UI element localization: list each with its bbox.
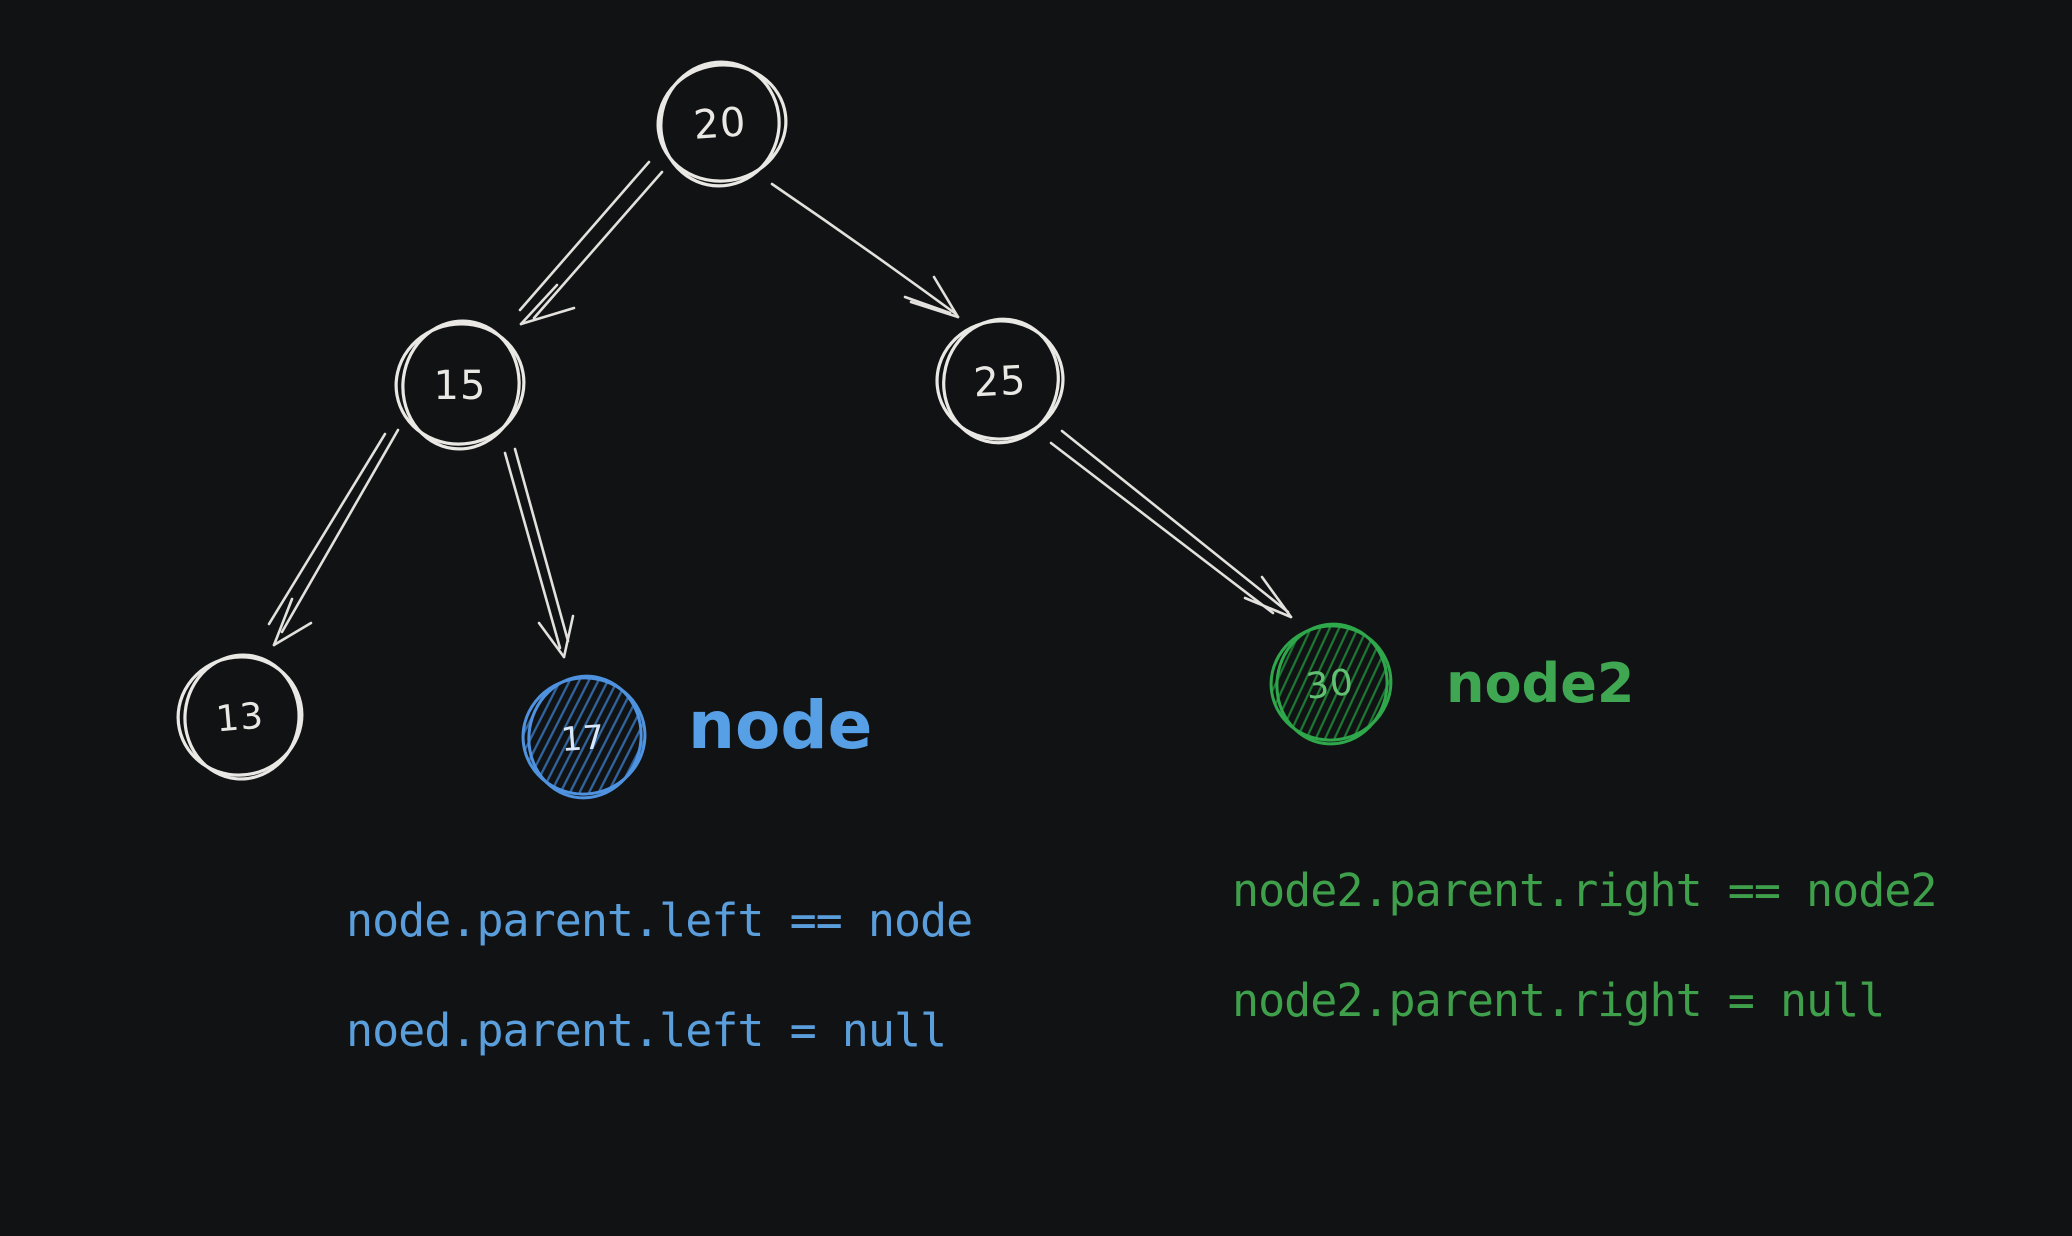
tree-node-17-highlighted[interactable]: 17 [516, 667, 653, 807]
arrowhead-icon [272, 621, 313, 647]
node-circle [1275, 622, 1389, 746]
edge-line [770, 182, 958, 316]
arrowhead-icon [519, 283, 559, 326]
arrowhead-icon [1260, 575, 1293, 619]
node-circle [527, 674, 643, 800]
code-green-line-2[interactable]: node2.parent.right = null [1232, 974, 1885, 1027]
node-circle [401, 319, 521, 451]
edge-15-17[interactable] [503, 447, 575, 659]
node-circle [659, 60, 781, 188]
node-value: 15 [434, 363, 487, 409]
node-value: 25 [972, 358, 1027, 407]
node-circle [183, 653, 301, 781]
edge-line [267, 432, 387, 626]
edge-15-13[interactable] [267, 428, 400, 647]
edge-line [518, 160, 651, 312]
edge-25-30[interactable] [1049, 429, 1293, 619]
tree-node-15[interactable]: 15 [387, 314, 534, 457]
arrowhead-icon [932, 275, 960, 319]
edge-line [903, 295, 952, 315]
code-blue-line-2[interactable]: noed.parent.left = null [346, 1004, 947, 1057]
edge-line [1049, 441, 1275, 615]
node-circle [394, 322, 526, 446]
tree-node-13[interactable]: 13 [167, 645, 313, 786]
arrowhead-icon [562, 614, 575, 659]
arrowhead-icon [1243, 596, 1293, 619]
node-value: 20 [692, 99, 748, 149]
tree-node-25[interactable]: 25 [931, 307, 1072, 455]
edge-20-15[interactable] [518, 160, 664, 326]
arrowhead-icon [909, 300, 960, 319]
node-circle [656, 63, 788, 183]
tree-node-20[interactable]: 20 [649, 51, 793, 197]
edge-line [1060, 429, 1290, 614]
code-green-line-1[interactable]: node2.parent.right == node2 [1232, 864, 1938, 917]
edge-line [503, 451, 562, 650]
node-value: 30 [1304, 662, 1356, 708]
arrowhead-icon [272, 597, 294, 647]
tree-node-30-highlighted[interactable]: 30 [1262, 616, 1400, 751]
node-value: 13 [214, 695, 265, 740]
node-value: 17 [560, 717, 607, 759]
arrowhead-icon [537, 621, 566, 659]
label-node[interactable]: node [688, 687, 872, 764]
edge-line [532, 170, 664, 320]
arrowhead-icon [519, 306, 576, 326]
label-node2[interactable]: node2 [1446, 652, 1634, 715]
node-circle [942, 317, 1060, 445]
edge-20-25[interactable] [770, 182, 960, 319]
edge-line [280, 428, 400, 634]
edge-line [513, 447, 570, 643]
code-blue-line-1[interactable]: node.parent.left == node [346, 894, 973, 947]
